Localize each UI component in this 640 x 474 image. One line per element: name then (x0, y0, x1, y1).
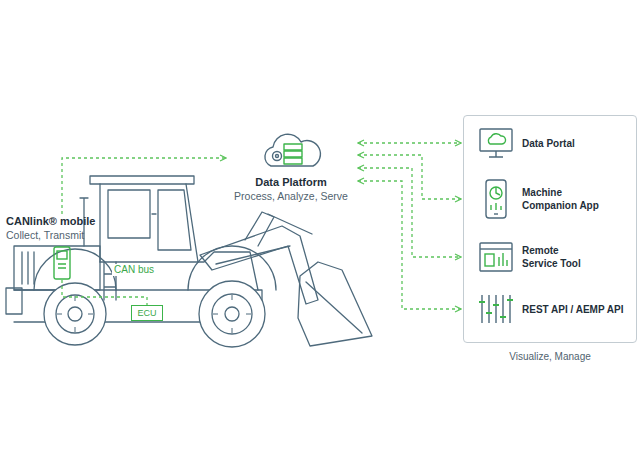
node-title: Data Platform (226, 175, 356, 189)
dashed-connector (62, 158, 226, 214)
item-text-holder: Data Portal (522, 137, 622, 150)
node-subtitle: Process, Analyze, Serve (226, 189, 356, 203)
node-subtitle: Collect, Transmit (6, 228, 110, 242)
service-tool-icon (478, 241, 514, 273)
client-item: REST API / AEMP API (464, 292, 636, 326)
client-item: Data Portal (464, 124, 636, 162)
gateway-device: CANlink® mobileCollect, Transmit (6, 214, 110, 280)
data-platform: Data PlatformProcess, Analyze, Serve (226, 130, 356, 203)
item-label: REST API / AEMP API (522, 303, 634, 316)
client-item: Remote Service Tool (464, 240, 636, 274)
item-label: Data Portal (522, 137, 622, 150)
ecu-label: ECU (135, 307, 159, 319)
dashed-connector (358, 142, 461, 143)
dashed-connector (358, 168, 461, 257)
api-sliders-icon (478, 293, 514, 325)
ecu-box: ECU (131, 305, 163, 321)
item-text-holder: Machine Companion App (522, 186, 602, 212)
dashed-connector (358, 181, 461, 309)
phone-icon (478, 179, 514, 219)
cloud-server-icon (259, 130, 323, 172)
item-label: Remote Service Tool (522, 244, 584, 270)
item-text-holder: REST API / AEMP API (522, 303, 634, 316)
dashed-connector (358, 155, 461, 199)
item-text-holder: Remote Service Tool (522, 244, 584, 270)
node-title: CANlink® mobile (6, 214, 110, 228)
item-label: Machine Companion App (522, 186, 602, 212)
dashed-connector (62, 280, 147, 305)
icon-holder (478, 125, 514, 165)
canlink-device (53, 246, 71, 280)
panel-caption: Visualize, Manage (464, 350, 636, 363)
icon-holder (478, 241, 514, 277)
monitor-icon (478, 125, 514, 161)
bus-label: CAN bus (112, 264, 156, 276)
icon-holder (478, 293, 514, 329)
client-panel: Visualize, ManageData PortalMachine Comp… (463, 115, 637, 343)
client-item: Machine Companion App (464, 178, 636, 220)
icon-holder (478, 179, 514, 223)
